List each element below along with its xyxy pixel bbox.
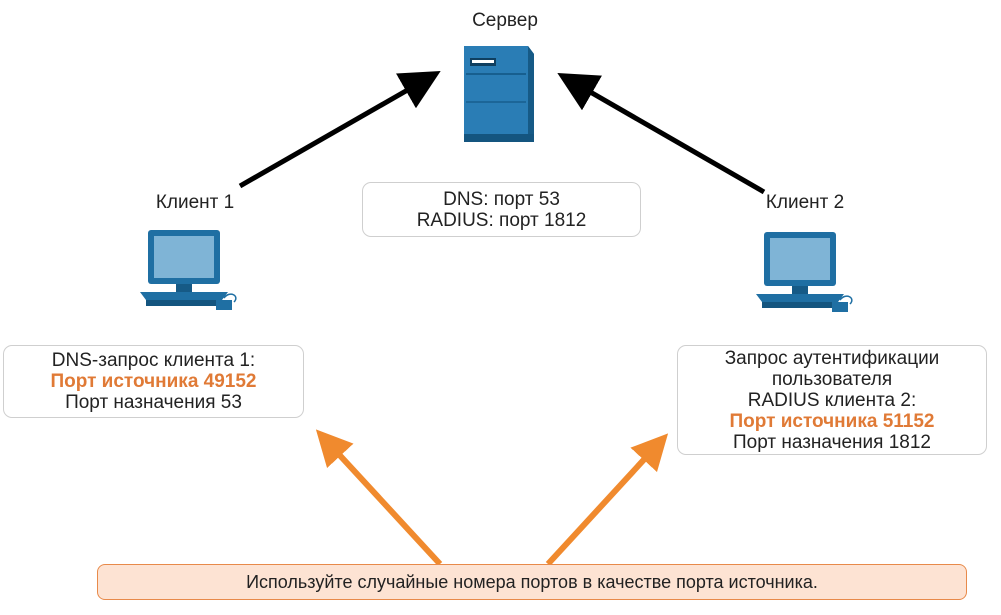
server-radius-port: RADIUS: порт 1812 [416,209,587,231]
source-port-note-text: Используйте случайные номера портов в ка… [246,571,818,592]
source-port-note: Используйте случайные номера портов в ка… [97,564,967,600]
server-dns-port: DNS: порт 53 [443,188,560,210]
client1-request-box: DNS-запрос клиента 1: Порт источника 491… [3,345,304,418]
computer-icon [756,232,853,312]
client2-request-protocol: RADIUS клиента 2: [747,389,917,411]
client2-source-port: Порт источника 51152 [729,410,935,432]
client1-label: Клиент 1 [155,192,235,213]
server-label: Сервер [472,10,538,31]
arrow-client2-to-server [557,73,766,195]
client1-source-port: Порт источника 49152 [50,371,257,392]
computer-icon [140,230,237,310]
arrow-client1-to-server [238,71,441,189]
arrow-note-to-client2 [545,433,669,567]
client1-request-title: DNS-запрос клиента 1: [51,350,256,371]
server-ports-box: DNS: порт 53 RADIUS: порт 1812 [362,182,641,237]
client2-request-title: Запрос аутентификации [724,347,940,369]
client2-request-box: Запрос аутентификации пользователя RADIU… [677,345,987,455]
client1-destination-port: Порт назначения 53 [65,392,242,413]
client2-request-title-2: пользователя [771,368,893,390]
client2-label: Клиент 2 [765,192,845,213]
arrow-note-to-client1 [315,429,443,567]
client2-destination-port: Порт назначения 1812 [733,431,931,453]
server-icon [464,46,534,142]
